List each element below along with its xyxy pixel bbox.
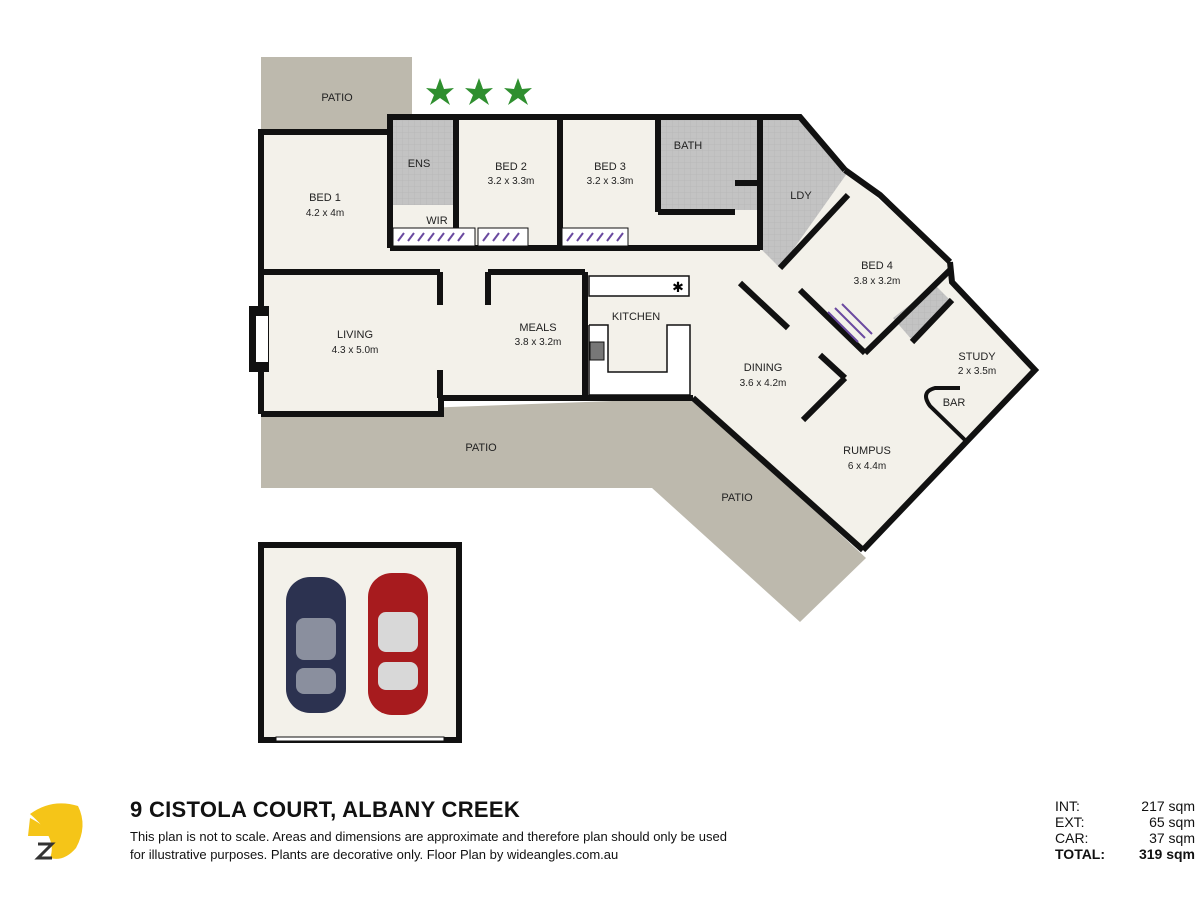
room-label-ens: ENS [408,158,431,170]
area-label: INT: [1055,798,1080,814]
room-label-living: LIVING [337,329,373,341]
plant-icon [426,78,532,105]
disclaimer-text: This plan is not to scale. Areas and dim… [130,829,727,862]
area-row-ext: EXT: 65 sqm [1055,814,1195,830]
room-label-rumpus: RUMPUS [843,445,891,457]
room-dim-bed4: 3.8 x 3.2m [854,276,901,287]
room-label-bed1: BED 1 [309,192,341,204]
patio-top [261,57,412,131]
ldy-wet-area [762,120,848,268]
garage-door [275,736,445,742]
kitchen-bench-top [588,275,690,297]
bar-counter [924,386,967,442]
ens-wet-area [392,120,454,205]
room-label-bed2: BED 2 [495,161,527,173]
area-summary: INT: 217 sqm EXT: 65 sqm CAR: 37 sqm TOT… [1055,798,1195,862]
area-value: 37 sqm [1149,830,1195,846]
wardrobe-icon [392,227,873,343]
room-label-patio-side: PATIO [721,492,753,504]
area-row-total: TOTAL: 319 sqm [1055,846,1195,862]
room-label-wir: WIR [426,215,447,227]
room-dim-study: 2 x 3.5m [958,366,996,377]
area-value: 217 sqm [1141,798,1195,814]
room-label-bar: BAR [943,397,966,409]
cooktop-icon [589,341,605,361]
bath-wet-area [660,120,758,210]
room-dim-bed1: 4.2 x 4m [306,208,344,219]
room-dim-rumpus: 6 x 4.4m [848,461,886,472]
car-icon [286,577,346,713]
room-label-ldy: LDY [790,190,812,202]
brand-logo-icon [28,803,83,860]
area-label: CAR: [1055,830,1089,846]
walls [258,114,1040,553]
room-label-study: STUDY [958,351,996,363]
kitchen-sink-icon: ✱ [672,280,684,296]
room-label-patio-top: PATIO [321,92,353,104]
plan-disclaimer: This plan is not to scale. Areas and dim… [130,828,730,864]
room-label-bath: BATH [674,140,703,152]
room-label-bed4: BED 4 [861,260,893,272]
room-dim-meals: 3.8 x 3.2m [515,337,562,348]
area-row-car: CAR: 37 sqm [1055,830,1195,846]
property-address: 9 CISTOLA COURT, ALBANY CREEK [130,797,521,822]
room-label-dining: DINING [744,362,783,374]
patio-main [261,398,866,622]
area-row-int: INT: 217 sqm [1055,798,1195,814]
room-dim-living: 4.3 x 5.0m [332,345,379,356]
room-label-bed3: BED 3 [594,161,626,173]
kitchen-bench-l [588,324,691,396]
area-label: TOTAL: [1055,846,1106,862]
car-icon [368,573,428,715]
area-value: 65 sqm [1149,814,1195,830]
disclaimer-brand-link[interactable]: wideangles.com.au [506,847,619,862]
room-dim-dining: 3.6 x 4.2m [740,378,787,389]
area-value: 319 sqm [1138,846,1195,862]
room-dim-bed2: 3.2 x 3.3m [488,176,535,187]
room-label-meals: MEALS [519,322,556,334]
room-label-patio-main: PATIO [465,442,497,454]
room-dim-bed3: 3.2 x 3.3m [587,176,634,187]
area-label: EXT: [1055,814,1085,830]
room-label-kitchen: KITCHEN [612,311,660,323]
study-wc-wet-area [893,285,952,340]
fireplace-hearth [256,316,268,362]
